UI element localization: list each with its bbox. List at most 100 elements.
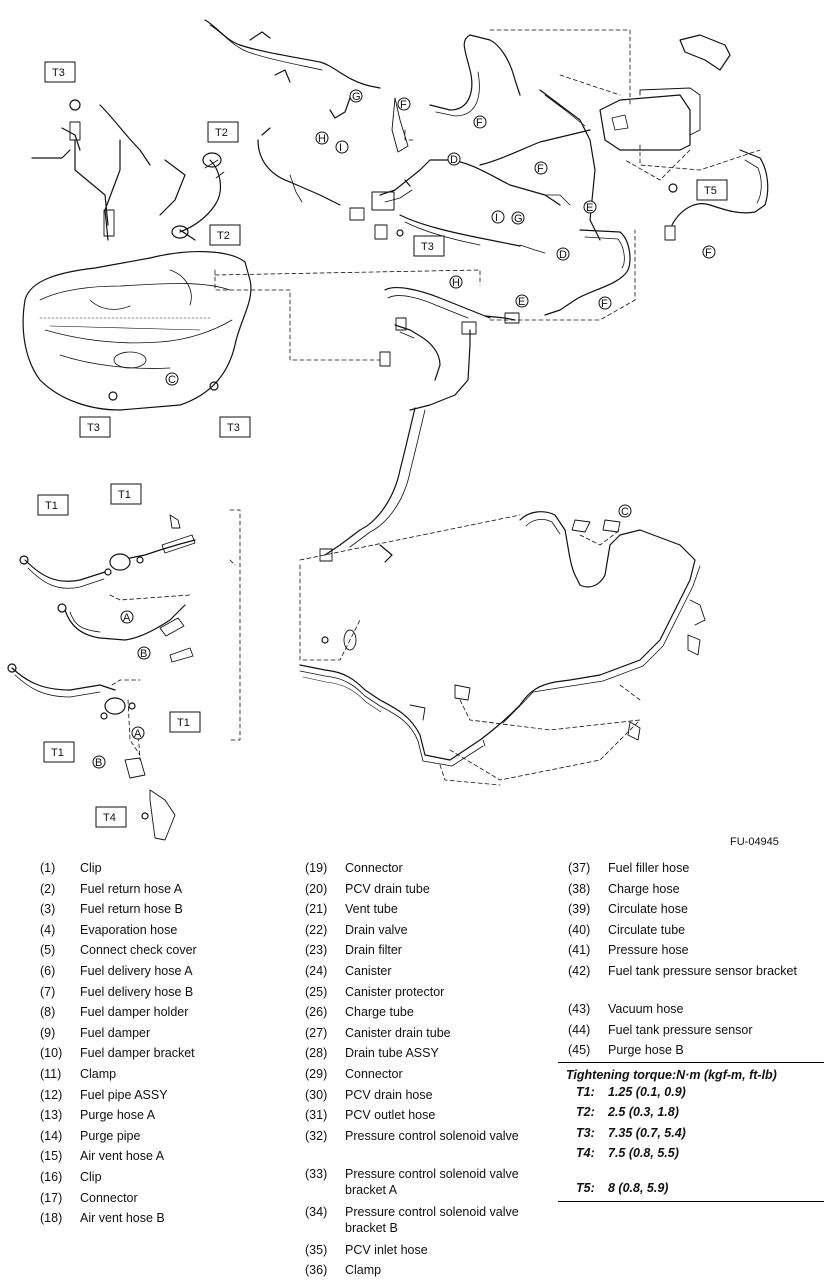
legend-item-number: (32) xyxy=(305,1128,328,1143)
legend-item-name: Vacuum hose xyxy=(608,1001,684,1016)
legend-item-number: (34) xyxy=(305,1204,328,1219)
legend-item-number: (39) xyxy=(568,902,591,917)
legend-item-number: (11) xyxy=(40,1066,62,1081)
svg-text:B: B xyxy=(95,757,102,769)
svg-text:G: G xyxy=(352,91,361,103)
torque-box-t3-tank-right: T3 xyxy=(219,416,251,438)
legend-item: (5)Connect check cover xyxy=(40,940,300,961)
svg-text:T3: T3 xyxy=(52,67,65,79)
torque-box-t3-tank-left: T3 xyxy=(79,416,111,438)
torque-code-boxes: T3 T2 T2 T3 T5 T3 T3 T1 T1 T1 T1 T4 xyxy=(37,61,728,828)
callout-circle-e-top: E xyxy=(583,200,597,214)
legend-item-name: Connector xyxy=(345,861,403,875)
legend-item: (4)Evaporation hose xyxy=(40,920,300,941)
torque-value: 1.25 (0.1, 0.9) xyxy=(608,1085,686,1099)
svg-text:A: A xyxy=(123,612,131,624)
torque-row: T1: 1.25 (0.1, 0.9) xyxy=(558,1085,824,1105)
callout-circle-d-top: D xyxy=(447,152,461,166)
fuel-tank xyxy=(22,251,252,411)
legend-item-name: Charge hose xyxy=(608,881,680,896)
legend-item: (13)Purge hose A xyxy=(40,1105,300,1126)
legend-item-number: (2) xyxy=(40,881,56,896)
torque-box-t1-right: T1 xyxy=(169,711,201,733)
svg-text:F: F xyxy=(476,117,483,129)
legend-item-name: Fuel damper bracket xyxy=(80,1046,195,1061)
legend-item-name: Purge hose B xyxy=(608,1043,684,1058)
legend-item-number: (29) xyxy=(305,1066,328,1081)
torque-row: T3:7.35 (0.7, 5.4) xyxy=(558,1126,824,1146)
svg-text:F: F xyxy=(400,99,407,111)
legend-item-name: Air vent hose A xyxy=(80,1149,165,1164)
canister-assembly xyxy=(429,34,769,316)
legend-item-name: Fuel delivery hose A xyxy=(80,963,193,978)
legend-item: (22)Drain valve xyxy=(305,920,565,941)
torque-box-t2-upper: T2 xyxy=(207,121,239,143)
legend-item-number: (25) xyxy=(305,984,328,999)
callout-circle-c-pipe: C xyxy=(618,504,632,518)
torque-value: 8 (0.8, 5.9) xyxy=(608,1180,669,1195)
legend-item-name: Canister drain tube xyxy=(345,1025,451,1040)
legend-item: (41) Pressure hose xyxy=(568,940,830,961)
legend-column-3: (37)Fuel filler hose(38)Charge hose(39)C… xyxy=(568,858,830,1061)
legend-item-name: PCV drain hose xyxy=(345,1087,433,1102)
svg-text:T3: T3 xyxy=(87,422,100,434)
torque-value: 2.5 (0.3, 1.8) xyxy=(608,1105,679,1120)
legend-item-name: PCV outlet hose xyxy=(345,1108,436,1123)
legend-item-number: (44) xyxy=(568,1022,591,1037)
svg-text:C: C xyxy=(621,506,629,518)
callout-circle-c-tank: C xyxy=(165,372,179,386)
drain-tube-assy xyxy=(204,19,409,153)
svg-text:T2: T2 xyxy=(215,127,228,139)
callout-circle-b-upper: B xyxy=(137,646,151,660)
callout-circle-f-top: F xyxy=(397,97,411,111)
legend-item: (9)Fuel damper xyxy=(40,1023,300,1044)
legend-item: (17)Connector xyxy=(40,1188,300,1209)
legend-item-number: (13) xyxy=(40,1108,63,1123)
legend-item-number: (30) xyxy=(305,1087,328,1102)
legend-item-name: Pressure control solenoid valve bracket … xyxy=(345,1166,519,1197)
legend-item-name: PCV drain tube xyxy=(345,881,430,896)
legend-item-name: Fuel pipe ASSY xyxy=(80,1087,168,1102)
legend-item-name: Fuel damper holder xyxy=(80,1005,189,1020)
legend-item-name: Fuel delivery hose B xyxy=(80,984,194,999)
legend-item: (20)PCV drain tube xyxy=(305,879,565,900)
legend-item: (25) Canister protector xyxy=(305,982,565,1003)
svg-text:A: A xyxy=(134,728,142,740)
legend-column-2: (19)Connector(20)PCV drain tube(21)Vent … xyxy=(305,858,565,1281)
svg-text:F: F xyxy=(705,247,712,259)
legend-item-name: Pressure hose xyxy=(608,943,689,958)
legend-item-name: Canister protector xyxy=(345,984,445,999)
legend-item-number: (7) xyxy=(40,984,56,999)
legend-item-number: (24) xyxy=(305,963,328,978)
legend-item: (39)Circulate hose xyxy=(568,899,830,920)
svg-text:F: F xyxy=(601,298,608,310)
tightening-torque-table: Tightening torque:N·m (kgf-m, ft-lb) T1:… xyxy=(558,1062,824,1202)
svg-text:T3: T3 xyxy=(227,422,240,434)
legend-item-number: (19) xyxy=(305,861,328,875)
legend-item: (2)Fuel return hose A xyxy=(40,879,300,900)
legend-item-number: (40) xyxy=(568,922,591,937)
fuel-delivery-and-return-hoses xyxy=(7,514,196,841)
legend-item-name: PCV inlet hose xyxy=(345,1242,428,1257)
legend-item: (37)Fuel filler hose xyxy=(568,858,830,879)
torque-code: T1: xyxy=(576,1085,595,1099)
svg-text:I: I xyxy=(495,212,498,224)
legend-item-name: Purge pipe xyxy=(80,1128,141,1143)
torque-value: 7.5 (0.8, 5.5) xyxy=(608,1146,679,1161)
legend-item: (44)Fuel tank pressure sensor xyxy=(568,1020,830,1041)
legend-item-number: (43) xyxy=(568,1001,591,1016)
legend-item-name: Canister xyxy=(345,963,392,978)
solenoid-valve-area xyxy=(257,127,571,254)
legend-item: (32)Pressure control solenoid valve xyxy=(305,1126,565,1164)
legend-item-number: (22) xyxy=(305,922,328,937)
torque-row: T4:7.5 (0.8, 5.5) xyxy=(558,1146,824,1166)
dashed-leader-lines xyxy=(109,29,761,786)
legend-item-number: (41) xyxy=(568,943,591,958)
svg-text:D: D xyxy=(450,154,458,166)
legend-item-name: Clip xyxy=(80,1169,102,1184)
legend-item-number: (6) xyxy=(40,963,56,978)
torque-box-t4: T4 xyxy=(95,806,127,828)
legend-item: (3)Fuel return hose B xyxy=(40,899,300,920)
callout-circle-f-canister: F xyxy=(473,115,487,129)
legend-item-name: Evaporation hose xyxy=(80,922,178,937)
